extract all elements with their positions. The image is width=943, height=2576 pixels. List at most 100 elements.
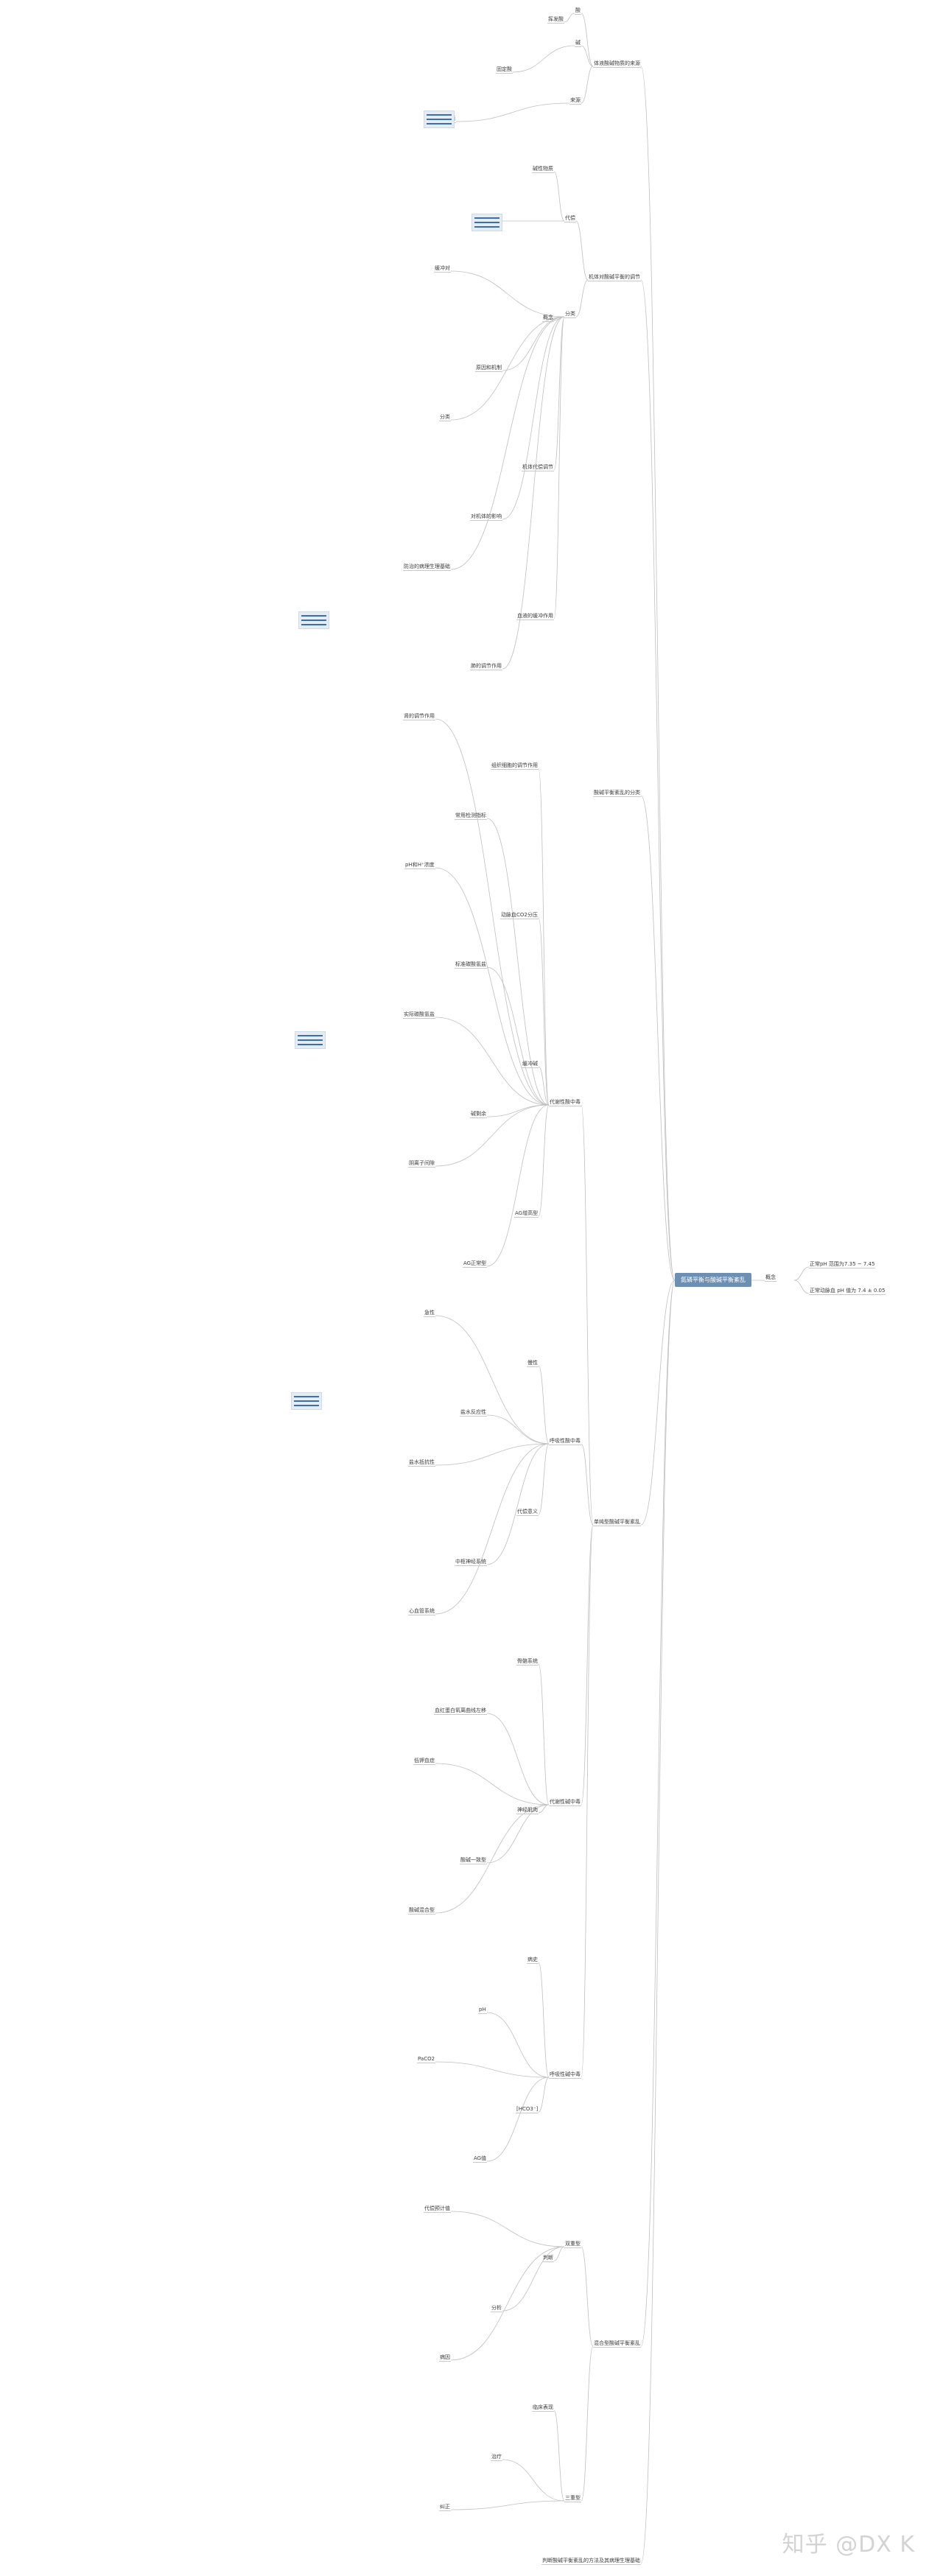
leaf-node[interactable]: 骨骼系统: [516, 1658, 539, 1666]
leaf-node[interactable]: 慢性: [527, 1360, 539, 1367]
root-node[interactable]: 氮磷平衡与酸碱平衡紊乱: [675, 1273, 751, 1287]
leaf-node[interactable]: 固定酸: [496, 66, 513, 74]
connector-line: [486, 966, 550, 1106]
leaf-node[interactable]: 病因: [439, 2354, 451, 2362]
leaf-node[interactable]: 病史: [527, 1956, 539, 1964]
connector-line: [502, 316, 565, 520]
leaf-node[interactable]: [HCO3⁻]: [516, 2106, 539, 2113]
right-range-node[interactable]: 正常pH 范围为7.35 ~ 7.45: [809, 1261, 876, 1268]
leaf-node[interactable]: 治疗: [491, 2454, 502, 2461]
leaf-node[interactable]: 盐水反应性: [460, 1409, 487, 1417]
connector-line: [640, 1280, 676, 2347]
leaf-node[interactable]: 常用检测指标: [455, 813, 487, 820]
leaf-node[interactable]: 分析: [491, 2305, 502, 2312]
connector-line: [538, 1104, 550, 1217]
leaf-node[interactable]: 判断: [542, 2255, 554, 2262]
connector-line: [502, 2246, 565, 2312]
connector-line: [581, 1443, 594, 1526]
section-node[interactable]: 三重型: [564, 2495, 581, 2502]
connector-line: [486, 1414, 550, 1445]
section-node[interactable]: 分类: [564, 311, 576, 318]
leaf-node[interactable]: AG正常型: [463, 1260, 488, 1268]
connector-line: [502, 316, 565, 371]
leaf-node[interactable]: 酸碱混合型: [408, 1907, 435, 1915]
leaf-node[interactable]: pH: [478, 2007, 487, 2014]
leaf-node[interactable]: 分类: [439, 414, 451, 421]
connector-line: [435, 1804, 550, 1914]
leaf-node[interactable]: 阴离子间隙: [408, 1160, 435, 1168]
leaf-node[interactable]: 肺的调节作用: [470, 663, 502, 670]
leaf-node[interactable]: 防治的病理生理基础: [403, 564, 451, 571]
leaf-node[interactable]: 心血管系统: [408, 1608, 435, 1615]
leaf-node[interactable]: 代偿预计值: [424, 2205, 451, 2213]
connector-line: [793, 1266, 810, 1281]
leaf-node[interactable]: 缓冲碱: [522, 1061, 539, 1068]
leaf-node[interactable]: 临床表现: [532, 2404, 554, 2412]
right-range-node[interactable]: 正常动脉血 pH 值为 7.4 ± 0.05: [809, 1288, 886, 1295]
leaf-node[interactable]: 盐水抵抗性: [408, 1459, 435, 1467]
connector-line: [538, 768, 550, 1106]
connector-line: [435, 1104, 550, 1167]
section-node[interactable]: 酸: [575, 7, 581, 15]
leaf-node[interactable]: 酸碱一致型: [460, 1857, 487, 1864]
leaf-node[interactable]: 概念: [542, 315, 554, 322]
section-node[interactable]: 双重型: [564, 2241, 581, 2248]
connector-line: [486, 1104, 550, 1267]
leaf-node[interactable]: 组织细胞的调节作用: [491, 762, 539, 770]
leaf-node[interactable]: pH和H⁺浓度: [404, 862, 435, 869]
leaf-node[interactable]: 实际碳酸氢盐: [403, 1011, 435, 1019]
leaf-node[interactable]: 中枢神经系统: [455, 1559, 487, 1566]
leaf-node[interactable]: 神经肌肉: [516, 1807, 539, 1814]
connector-line: [553, 171, 565, 222]
leaf-node[interactable]: 对机体的影响: [470, 513, 502, 521]
leaf-node[interactable]: 代偿意义: [516, 1509, 539, 1516]
connector-line: [435, 867, 550, 1106]
section-node[interactable]: 代偿: [564, 215, 576, 222]
connector-line: [581, 1104, 594, 1526]
section-node[interactable]: 代谢性酸中毒: [549, 1099, 581, 1106]
thumbnail-image: [298, 611, 329, 629]
leaf-node[interactable]: 碱剩余: [470, 1111, 487, 1118]
branch-node[interactable]: 酸碱平衡紊乱的分类: [593, 790, 641, 797]
branch-node[interactable]: 单纯型酸碱平衡紊乱: [593, 1519, 641, 1526]
leaf-node[interactable]: 碱性物质: [532, 166, 554, 173]
connector-line: [538, 917, 550, 1106]
connector-line: [564, 13, 575, 23]
connector-line: [553, 316, 565, 620]
leaf-node[interactable]: 标准碳酸氢盐: [455, 961, 487, 969]
connector-line: [553, 2246, 565, 2261]
right-concept-node[interactable]: 概念: [765, 1274, 777, 1282]
leaf-node[interactable]: 纠正: [439, 2504, 451, 2511]
connector-line: [581, 1524, 594, 1805]
section-node[interactable]: 来源: [569, 97, 581, 105]
branch-node[interactable]: 体液酸碱物质的来源: [593, 60, 641, 68]
leaf-node[interactable]: 原因和机制: [475, 365, 502, 372]
branch-node[interactable]: 混合型酸碱平衡紊乱: [593, 2340, 641, 2348]
leaf-node[interactable]: 血红蛋白氧离曲线左移: [434, 1708, 487, 1715]
connector-line: [538, 2077, 550, 2113]
connector-line: [793, 1280, 810, 1294]
section-node[interactable]: 碱: [575, 40, 581, 47]
leaf-node[interactable]: 缓冲对: [434, 265, 451, 273]
leaf-node[interactable]: 机体代偿调节: [522, 464, 554, 471]
branch-node[interactable]: 判断酸碱平衡紊乱的方法及其病理生理基础: [541, 2558, 641, 2565]
section-node[interactable]: 呼吸性酸中毒: [549, 1438, 581, 1445]
branch-node[interactable]: 机体对酸碱平衡的调节: [588, 274, 641, 281]
connector-line: [538, 1962, 550, 2078]
thumbnail-image: [472, 214, 502, 231]
leaf-node[interactable]: 急性: [424, 1310, 435, 1317]
leaf-node[interactable]: 动脉血CO2分压: [500, 912, 539, 919]
connector-line: [486, 818, 550, 1106]
connector-line: [435, 2061, 550, 2078]
leaf-node[interactable]: AG增高型: [514, 1210, 539, 1218]
leaf-node[interactable]: 低钾血症: [413, 1758, 435, 1765]
leaf-node[interactable]: 血液的缓冲作用: [516, 613, 554, 620]
leaf-node[interactable]: PaCO2: [417, 2056, 436, 2063]
section-node[interactable]: 呼吸性碱中毒: [549, 2071, 581, 2079]
connector-line: [450, 316, 565, 421]
leaf-node[interactable]: 挥发酸: [547, 16, 564, 24]
leaf-node[interactable]: AG值: [473, 2155, 488, 2163]
leaf-node[interactable]: 肾的调节作用: [403, 713, 435, 720]
connector-line: [538, 1365, 550, 1445]
section-node[interactable]: 代谢性碱中毒: [549, 1799, 581, 1806]
